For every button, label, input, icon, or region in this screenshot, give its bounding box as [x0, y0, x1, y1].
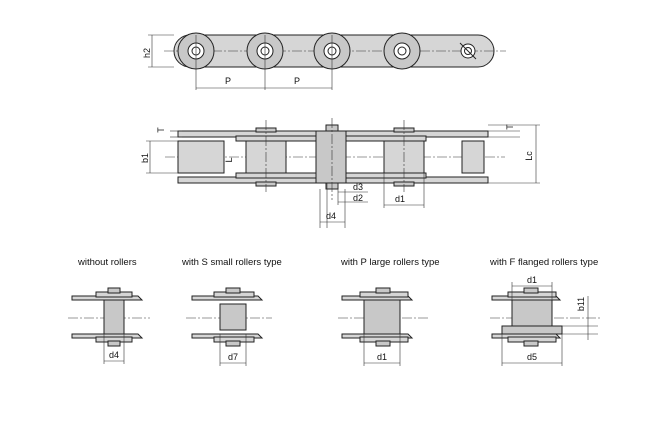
label-detail-4-d1: d1	[527, 275, 537, 285]
top-view-pin-1	[177, 32, 215, 90]
detail-small-rollers: d7	[186, 287, 272, 366]
detail-large-rollers: d1	[338, 287, 428, 366]
caption-p-large-rollers: with P large rollers type	[340, 257, 440, 268]
caption-without-rollers: without rollers	[77, 257, 137, 268]
top-view: h2 P P	[142, 32, 506, 90]
side-view-bushing-right	[461, 140, 485, 174]
label-pitch-1: P	[225, 76, 231, 86]
label-detail-1-d4: d4	[109, 350, 119, 360]
detail-flanged-rollers: d1 b11 d5	[490, 275, 600, 366]
side-view-pin-section	[315, 130, 347, 184]
top-view-pin-5	[459, 42, 477, 60]
side-view-bushing-left	[177, 140, 225, 174]
side-view: T T b1 L Lc d3 d2 d4 d1	[140, 118, 540, 228]
label-t-right: T	[505, 124, 515, 130]
label-t-left: T	[156, 127, 166, 133]
label-pitch-2: P	[294, 76, 300, 86]
top-view-pin-3	[313, 32, 351, 90]
caption-f-flanged-rollers: with F flanged rollers type	[489, 257, 598, 268]
label-h2: h2	[142, 48, 152, 58]
label-d3: d3	[353, 182, 363, 192]
top-view-pin-2	[246, 32, 284, 90]
label-lc: Lc	[524, 151, 534, 161]
label-d1: d1	[395, 194, 405, 204]
label-d4: d4	[326, 211, 336, 221]
label-l: L	[224, 157, 234, 162]
label-detail-2-d7: d7	[228, 352, 238, 362]
caption-s-small-rollers: with S small rollers type	[181, 257, 282, 268]
label-detail-4-d5: d5	[527, 352, 537, 362]
label-d2: d2	[353, 193, 363, 203]
label-detail-3-d1: d1	[377, 352, 387, 362]
top-view-pin-4	[383, 32, 421, 70]
label-b1: b1	[140, 153, 150, 163]
label-detail-4-b11: b11	[576, 297, 586, 311]
detail-without-rollers: d4	[68, 287, 150, 364]
